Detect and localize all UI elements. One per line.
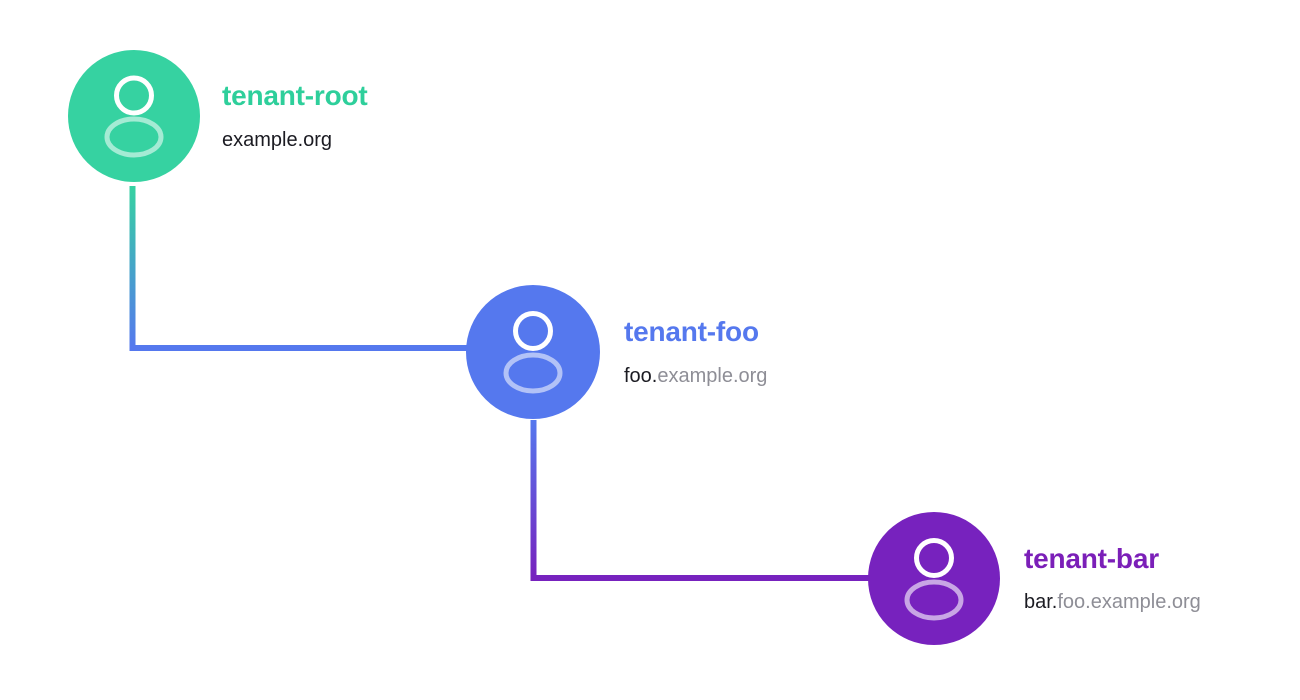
tenant-bar-labels: tenant-bar bar.foo.example.org <box>1024 542 1201 613</box>
tenant-root-labels: tenant-root example.org <box>222 80 368 151</box>
tenant-bar-domain: bar.foo.example.org <box>1024 591 1201 613</box>
edge-foo-to-bar <box>530 420 872 581</box>
tenant-node-tenant-bar[interactable]: tenant-bar bar.foo.example.org <box>868 512 1201 645</box>
tenant-root-domain: example.org <box>222 129 368 151</box>
person-icon <box>104 75 164 158</box>
person-icon <box>904 538 964 621</box>
tenant-bar-domain-parent: foo.example.org <box>1057 591 1201 614</box>
tenant-foo-domain: foo.example.org <box>624 365 767 387</box>
tenant-node-tenant-root[interactable]: tenant-root example.org <box>68 50 368 182</box>
tenant-foo-name: tenant-foo <box>624 316 759 348</box>
tenant-root-domain-self: example.org <box>222 128 333 151</box>
tenant-bar-name: tenant-bar <box>1024 542 1159 574</box>
tenant-root-avatar[interactable] <box>68 50 200 182</box>
person-icon <box>503 311 563 394</box>
tenant-foo-avatar[interactable] <box>466 285 600 419</box>
tenant-root-name: tenant-root <box>222 80 368 112</box>
tenant-foo-domain-self: foo. <box>624 364 658 387</box>
tenant-node-tenant-foo[interactable]: tenant-foo foo.example.org <box>466 285 767 419</box>
edge-root-to-foo <box>129 186 470 351</box>
tenant-bar-domain-self: bar. <box>1024 591 1058 614</box>
tenant-foo-labels: tenant-foo foo.example.org <box>624 316 767 387</box>
tenant-bar-avatar[interactable] <box>868 512 1000 645</box>
tenant-foo-domain-parent: example.org <box>657 364 768 387</box>
